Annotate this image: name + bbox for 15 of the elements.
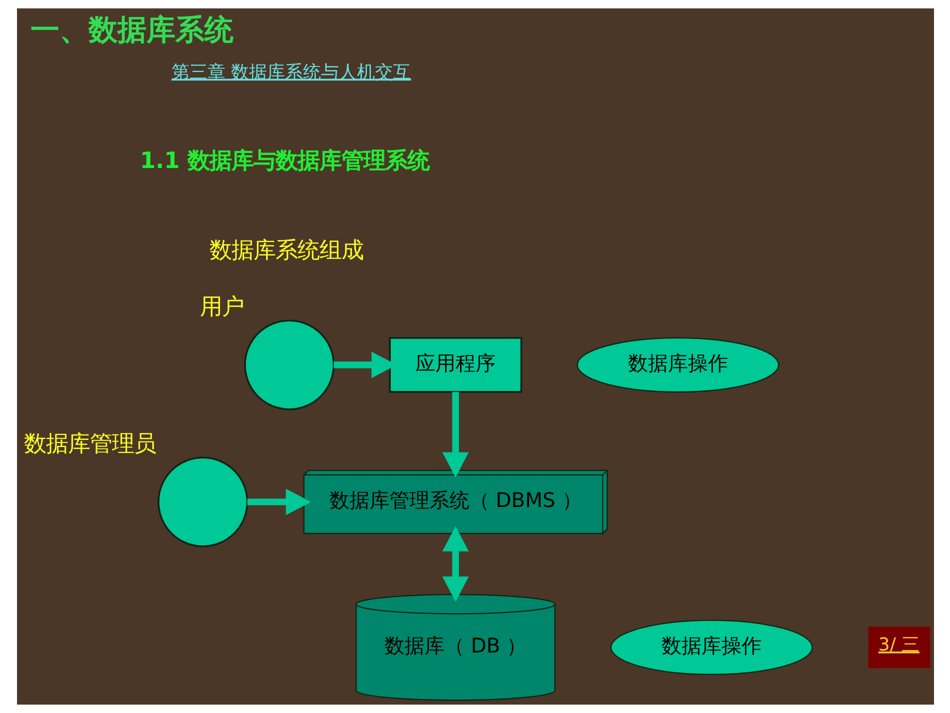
node-label: 用户	[199, 294, 244, 320]
label: 第三章 数据库系统与人机交互	[170, 62, 411, 83]
node-ellipse: 数据库操作	[610, 620, 812, 675]
arrow	[442, 392, 468, 478]
arrow	[246, 488, 311, 516]
node-ellipse: 数据库操作	[576, 337, 779, 393]
node-label: 数据库管理员	[24, 430, 156, 457]
label: 1.1 数据库与数据库管理系统	[139, 148, 430, 174]
arrow	[442, 526, 468, 602]
node-circle	[244, 320, 334, 410]
diagram-title: 一、数据库系统	[30, 12, 233, 47]
node-circle	[157, 456, 248, 548]
label: 数据库系统组成	[209, 238, 364, 264]
label: 3/ 三	[878, 634, 920, 656]
node-box: 应用程序	[388, 337, 522, 393]
